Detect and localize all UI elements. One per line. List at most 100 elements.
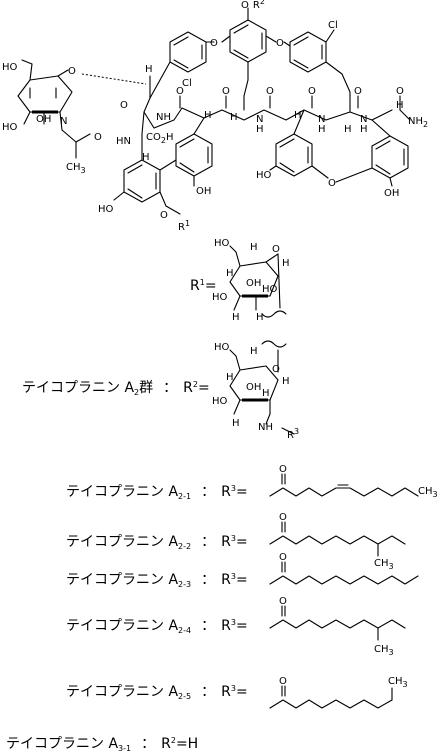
svg-text:O: O bbox=[396, 86, 404, 97]
atom-h-label: H bbox=[230, 112, 238, 123]
atom-h-label: H bbox=[318, 124, 326, 135]
r2-h-label: H bbox=[250, 346, 258, 357]
r2-h-label: H bbox=[282, 376, 290, 387]
svg-text:HO: HO bbox=[98, 204, 114, 215]
main-structure: HO O HO OH N O CH3 H Cl O OR2 O Cl O O O… bbox=[2, 0, 428, 233]
r1-o-label: O bbox=[272, 244, 280, 255]
svg-text:N: N bbox=[360, 114, 367, 125]
atom-o-label: O bbox=[160, 210, 168, 221]
svg-text:O: O bbox=[210, 38, 218, 49]
svg-text:HO: HO bbox=[262, 284, 278, 295]
svg-text:N: N bbox=[256, 114, 263, 125]
r1-h-label: H bbox=[282, 258, 290, 269]
atom-sub-2: 2 bbox=[161, 136, 166, 145]
compound-sub: 2-4 bbox=[178, 626, 191, 635]
svg-text:HO: HO bbox=[214, 342, 230, 353]
r1-symbol: R bbox=[190, 278, 200, 294]
compound-name: テイコプラニン A bbox=[66, 572, 178, 588]
equals-sign: = bbox=[236, 484, 248, 500]
svg-text:OH: OH bbox=[196, 186, 211, 197]
svg-text:H: H bbox=[232, 312, 240, 323]
svg-text:O: O bbox=[272, 244, 280, 255]
svg-text:HN: HN bbox=[116, 136, 131, 147]
methyl-label: CH bbox=[388, 676, 403, 687]
colon-separator: ： bbox=[201, 484, 215, 500]
svg-text:HO: HO bbox=[2, 122, 18, 133]
svg-text:H: H bbox=[262, 388, 270, 399]
aryl-ring-7 bbox=[371, 135, 409, 187]
equals-sign: = bbox=[236, 618, 248, 634]
svg-text:H: H bbox=[396, 100, 404, 111]
svg-text:OH: OH bbox=[36, 114, 51, 125]
svg-text:NH2: NH2 bbox=[408, 116, 428, 129]
methyl-label: CH bbox=[374, 558, 389, 569]
atom-h-label: H bbox=[344, 124, 352, 135]
svg-text:CO2H: CO2H bbox=[146, 132, 173, 145]
methyl-sub: 3 bbox=[433, 490, 438, 499]
svg-text:O: O bbox=[276, 38, 284, 49]
svg-text:OH: OH bbox=[246, 278, 261, 289]
colon-separator: ： bbox=[201, 684, 215, 700]
r-symbol: R bbox=[221, 684, 231, 700]
compound-sub: 2-5 bbox=[178, 692, 191, 701]
row-a2-3: テイコプラニン A2-3：R3= O bbox=[66, 552, 419, 589]
equals-h: =H bbox=[176, 736, 198, 752]
atom-sup-1: 1 bbox=[185, 219, 190, 228]
r1-h-label: H bbox=[256, 312, 264, 323]
r-symbol: R bbox=[221, 572, 231, 588]
r1-sup: 1 bbox=[200, 278, 205, 287]
atom-ho-label: HO bbox=[256, 170, 272, 181]
svg-text:NHR3: NHR3 bbox=[258, 422, 299, 441]
colon-separator: ： bbox=[163, 380, 177, 396]
atom-o-label: O bbox=[176, 86, 184, 97]
svg-text:Cl: Cl bbox=[328, 20, 338, 31]
svg-text:O: O bbox=[328, 178, 336, 189]
svg-text:CH3: CH3 bbox=[418, 486, 438, 499]
r-sup: 3 bbox=[231, 618, 236, 627]
svg-text:O: O bbox=[279, 596, 287, 607]
compound-suffix: 群 bbox=[139, 380, 153, 396]
svg-text:H: H bbox=[250, 346, 258, 357]
colon-separator: ： bbox=[201, 572, 215, 588]
svg-text:H: H bbox=[360, 124, 368, 135]
compound-sub: 2 bbox=[134, 388, 139, 397]
r-sup: 3 bbox=[231, 484, 236, 493]
svg-text:HO: HO bbox=[214, 238, 230, 249]
colon-separator: ： bbox=[141, 736, 155, 752]
equals-sign: = bbox=[236, 572, 248, 588]
compound-name: テイコプラニン A bbox=[66, 534, 178, 550]
r1-definition: R1= HO H O H H OH HO HO H H bbox=[190, 238, 290, 323]
atom-o-label: O bbox=[396, 86, 404, 97]
svg-text:H: H bbox=[142, 152, 150, 163]
r1-equals: = bbox=[205, 278, 217, 294]
colon-separator: ： bbox=[201, 534, 215, 550]
r-symbol: R bbox=[221, 534, 231, 550]
carbonyl-o-label: O bbox=[279, 676, 287, 687]
r-symbol: R bbox=[161, 736, 171, 752]
svg-text:R1=: R1= bbox=[190, 278, 217, 294]
row-a2-1: テイコプラニン A2-1：R3= O CH3 bbox=[66, 464, 438, 501]
svg-text:テイコプラニン A3-1：R2=H: テイコプラニン A3-1：R2=H bbox=[6, 736, 198, 753]
atom-co2h-label: CO bbox=[146, 132, 161, 143]
svg-text:O: O bbox=[68, 66, 76, 77]
r2-h-label: H bbox=[232, 418, 240, 429]
compound-name: テイコプラニン A bbox=[22, 380, 134, 396]
svg-text:HO: HO bbox=[212, 292, 228, 303]
compound-name: テイコプラニン A bbox=[66, 618, 178, 634]
r2-ho-label: HO bbox=[214, 342, 230, 353]
atom-sub-3: 3 bbox=[81, 166, 86, 175]
svg-text:テイコプラニン A2群：R2=: テイコプラニン A2群：R2= bbox=[22, 380, 210, 397]
atom-hn-label: HN bbox=[116, 136, 131, 147]
r1-ho-label: HO bbox=[214, 238, 230, 249]
atom-sub-2: 2 bbox=[423, 120, 428, 129]
aryl-ring-4 bbox=[113, 159, 181, 215]
compound-sub: 2-1 bbox=[178, 492, 191, 501]
equals-sign: = bbox=[236, 684, 248, 700]
r1-h-label: H bbox=[250, 242, 258, 253]
methyl-label: CH bbox=[374, 644, 389, 655]
atom-o-label: O bbox=[354, 86, 362, 97]
svg-text:テイコプラニン A2-1：R3=: テイコプラニン A2-1：R3= bbox=[66, 484, 248, 501]
carbonyl-o-label: O bbox=[279, 596, 287, 607]
atom-ho-label: HO bbox=[2, 62, 18, 73]
r2-h-label: H bbox=[226, 372, 234, 383]
